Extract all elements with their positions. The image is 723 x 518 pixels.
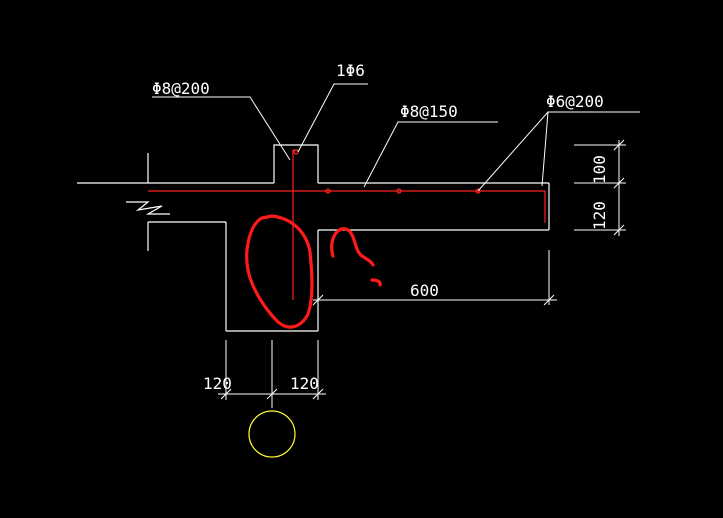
section-outline xyxy=(77,144,550,332)
tick xyxy=(613,224,625,236)
leader-right-b xyxy=(541,111,549,187)
label-rebar-left: Φ8@200 xyxy=(152,79,210,98)
tick xyxy=(312,294,324,306)
dim-label-100: 100 xyxy=(590,155,609,184)
curb-outline xyxy=(273,144,319,183)
tick xyxy=(266,388,278,400)
markup-group xyxy=(245,214,382,329)
label-rebar-top: 1Φ6 xyxy=(336,61,365,80)
tick xyxy=(312,388,324,400)
break-symbol xyxy=(126,201,170,215)
tick xyxy=(220,388,232,400)
dim-label-120-vertical: 120 xyxy=(590,201,609,230)
rebar-dot xyxy=(325,188,331,194)
leader-top xyxy=(297,83,368,153)
rebar-group xyxy=(148,149,546,300)
axis-circle xyxy=(248,410,296,458)
label-rebar-right: Φ6@200 xyxy=(546,92,604,111)
dim-label-600: 600 xyxy=(410,281,439,300)
markup-loop xyxy=(245,214,314,329)
tick xyxy=(613,177,625,189)
rebar-dot xyxy=(293,149,299,155)
leader-lines xyxy=(152,83,640,192)
leader-left xyxy=(152,96,291,161)
leader-right-a xyxy=(477,111,640,192)
leader-mid xyxy=(363,121,498,188)
tick xyxy=(543,294,555,306)
dimension-lines xyxy=(218,139,626,408)
rebar-dot xyxy=(396,188,402,194)
dim-label-120-right: 120 xyxy=(290,374,319,393)
tick xyxy=(613,139,625,151)
rebar-dot xyxy=(475,188,481,194)
label-rebar-mid: Φ8@150 xyxy=(400,102,458,121)
dim-label-120-left: 120 xyxy=(203,374,232,393)
markup-hook xyxy=(330,227,375,267)
markup-dot xyxy=(370,278,382,287)
